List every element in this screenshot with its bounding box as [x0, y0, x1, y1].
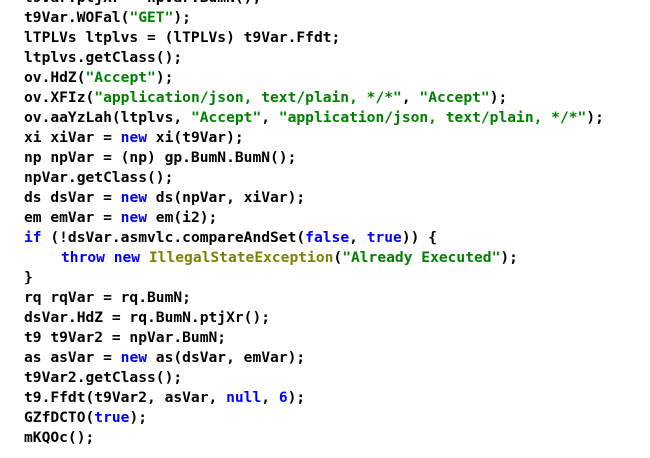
code-token-keyword: new — [113, 249, 141, 266]
code-token-plain: as asVar = — [24, 349, 121, 366]
code-line: throw new IllegalStateException("Already… — [24, 248, 604, 268]
code-line: if (!dsVar.asmvlc.compareAndSet(false, t… — [24, 228, 604, 248]
code-token-plain: , — [401, 89, 420, 106]
code-token-plain: ); — [500, 249, 518, 266]
code-token-keyword: false — [305, 229, 350, 246]
code-token-plain: GZfDCTO( — [24, 409, 95, 426]
code-token-plain: , — [261, 109, 279, 126]
code-line: lTPLVs ltplvs = (lTPLVs) t9Var.Ffdt; — [24, 28, 604, 48]
code-line: t9Var2.getClass(); — [24, 368, 604, 388]
code-token-plain: mKQOc(); — [24, 429, 95, 446]
code-line: ds dsVar = new ds(npVar, xiVar); — [24, 188, 604, 208]
code-line: t9 t9Var2 = npVar.BumN; — [24, 328, 604, 348]
code-token-keyword: new — [120, 129, 148, 146]
code-token-plain: ); — [489, 89, 508, 106]
code-token-plain: , — [261, 389, 279, 406]
code-line: t9Var.WOFal("GET"); — [24, 8, 604, 28]
code-token-keyword: new — [120, 209, 148, 226]
code-token-plain: ); — [586, 109, 604, 126]
code-line: mKQOc(); — [24, 428, 604, 448]
code-token-plain: t9Var.ptjXr = npVar.BumN(); — [24, 0, 261, 6]
code-token-keyword: throw — [61, 249, 105, 266]
code-token-plain: em emVar = — [24, 209, 121, 226]
code-lines: t9Var.ptjXr = npVar.BumN();t9Var.WOFal("… — [24, 0, 604, 448]
code-token-plain: ds dsVar = — [24, 189, 121, 206]
code-token-plain: xi(t9Var); — [147, 129, 244, 146]
code-line: xi xiVar = new xi(t9Var); — [24, 128, 604, 148]
code-token-plain: t9Var.WOFal( — [24, 9, 130, 26]
code-token-string: "Accept" — [419, 89, 490, 106]
code-token-plain — [140, 249, 149, 266]
code-token-plain: t9Var2.getClass(); — [24, 369, 183, 386]
code-token-plain: t9.Ffdt(t9Var2, asVar, — [24, 389, 227, 406]
code-line: dsVar.HdZ = rq.BumN.ptjXr(); — [24, 308, 604, 328]
code-token-plain: (!dsVar.asmvlc.compareAndSet( — [41, 229, 306, 246]
code-line: t9.Ffdt(t9Var2, asVar, null, 6); — [24, 388, 604, 408]
code-line: as asVar = new as(dsVar, emVar); — [24, 348, 604, 368]
code-token-keyword: null — [226, 389, 262, 406]
code-token-plain: ( — [333, 249, 343, 266]
code-token-string: "application/json, text/plain, */*" — [278, 109, 587, 126]
code-line: ov.HdZ("Accept"); — [24, 68, 604, 88]
code-token-plain: xi xiVar = — [24, 129, 121, 146]
code-token-plain: as(dsVar, emVar); — [147, 349, 306, 366]
code-token-keyword: true — [366, 229, 402, 246]
code-token-keyword: new — [120, 189, 148, 206]
code-token-keyword: if — [24, 229, 42, 246]
code-token-plain: dsVar.HdZ = rq.BumN.ptjXr(); — [24, 309, 271, 326]
code-token-keyword: 6 — [278, 389, 288, 406]
code-token-string: "Accept" — [190, 109, 262, 126]
code-token-string: "Accept" — [85, 69, 156, 86]
code-token-plain: ); — [129, 409, 148, 426]
code-line: em emVar = new em(i2); — [24, 208, 604, 228]
code-token-plain: ds(npVar, xiVar); — [147, 189, 306, 206]
code-token-plain: ); — [287, 389, 306, 406]
code-token-string: "application/json, text/plain, */*" — [94, 89, 402, 106]
code-line: np npVar = (np) gp.BumN.BumN(); — [24, 148, 604, 168]
code-token-plain: em(i2); — [147, 209, 218, 226]
code-token-plain — [105, 249, 114, 266]
code-token-plain: lTPLVs ltplvs = (lTPLVs) t9Var.Ffdt; — [24, 29, 341, 46]
code-token-plain: rq rqVar = rq.BumN; — [24, 289, 191, 306]
code-token-plain: ); — [173, 9, 191, 26]
code-line: t9Var.ptjXr = npVar.BumN(); — [24, 0, 604, 8]
code-token-keyword: new — [120, 349, 148, 366]
code-token-type: IllegalStateException — [148, 249, 334, 266]
code-token-plain: t9 t9Var2 = npVar.BumN; — [24, 329, 227, 346]
code-line: GZfDCTO(true); — [24, 408, 604, 428]
code-line: ov.aaYzLah(ltplvs, "Accept", "applicatio… — [24, 108, 604, 128]
code-token-plain: ltplvs.getClass(); — [24, 49, 183, 66]
code-token-plain: np npVar = (np) gp.BumN.BumN(); — [24, 149, 297, 166]
code-line: } — [24, 268, 604, 288]
code-token-string: "Already Executed" — [342, 249, 501, 266]
code-line: rq rqVar = rq.BumN; — [24, 288, 604, 308]
code-token-plain: } — [24, 269, 33, 286]
code-line: ov.XFIz("application/json, text/plain, *… — [24, 88, 604, 108]
code-token-plain: ov.aaYzLah(ltplvs, — [24, 109, 191, 126]
code-line: npVar.getClass(); — [24, 168, 604, 188]
code-token-plain: )) { — [401, 229, 437, 246]
code-line: ltplvs.getClass(); — [24, 48, 604, 68]
code-token-plain: ov.HdZ( — [24, 69, 86, 86]
code-token-plain: , — [349, 229, 367, 246]
code-token-string: "GET" — [129, 9, 174, 26]
code-token-plain: ); — [155, 69, 174, 86]
code-token-plain: npVar.getClass(); — [24, 169, 174, 186]
code-token-keyword: true — [94, 409, 130, 426]
code-token-plain: ov.XFIz( — [24, 89, 95, 106]
